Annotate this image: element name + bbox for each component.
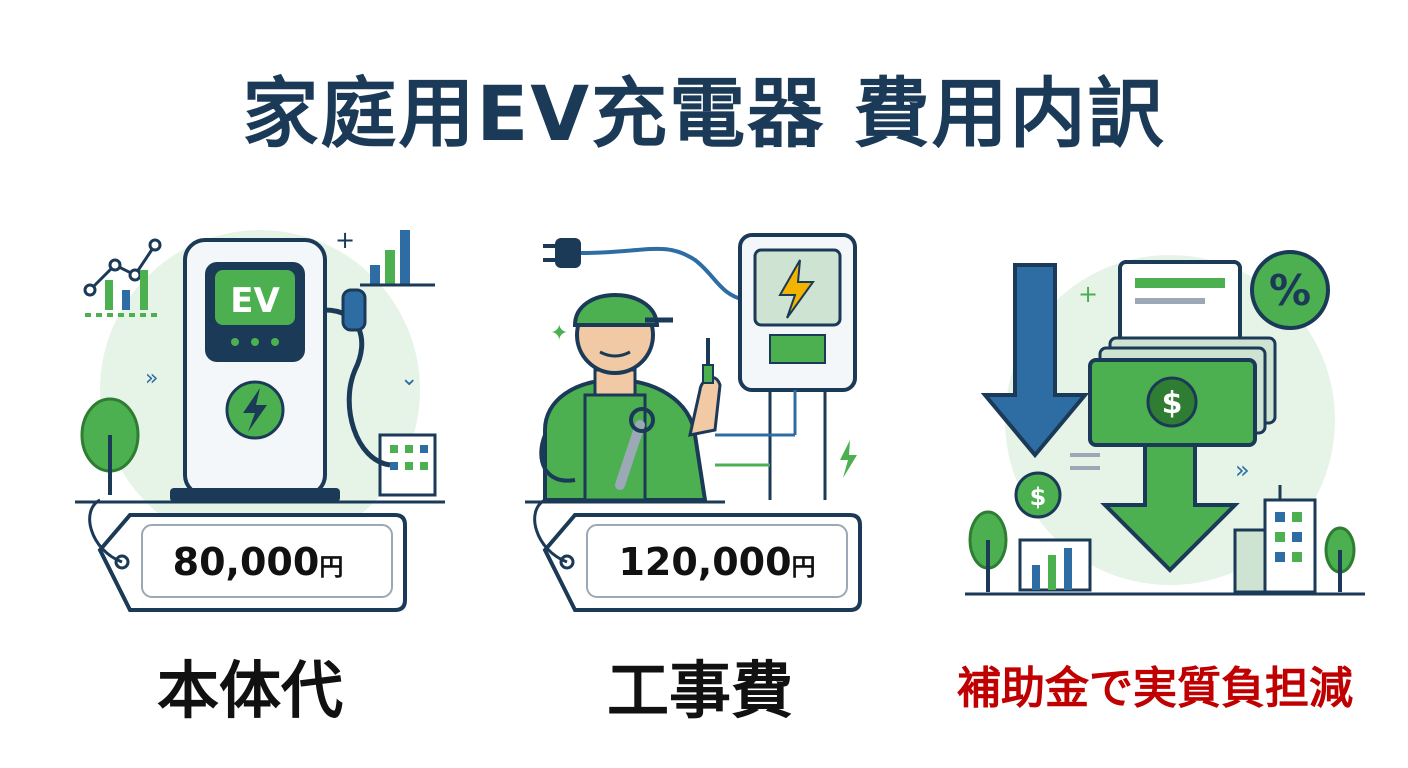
svg-text:$: $ [1162,386,1183,421]
down-arrow-green-icon [1100,443,1240,573]
plug-icon [543,238,746,302]
installation-illustration: ✦ 120,000円 [525,233,862,612]
label-main-unit: 本体代 [156,654,343,727]
svg-text:+: + [335,226,355,254]
ev-screen-text: EV [230,281,280,321]
svg-text:⌄: ⌄ [400,366,418,391]
svg-text:120,000円: 120,000円 [618,540,815,584]
svg-text:✦: ✦ [550,321,568,346]
worker-figure [525,293,725,504]
document-icon [1118,260,1242,344]
label-subsidy: 補助金で実質負担減 [957,663,1353,714]
label-installation: 工事費 [606,654,793,727]
bar-chart-icon [1018,538,1092,592]
ev-charger-illustration: + EV » ⌄ 80,000円 [75,226,445,612]
building-icon [378,433,437,497]
price-value-install: 120,000 [618,540,791,584]
growth-chart-icon [83,238,162,297]
svg-text:+: + [1078,280,1098,308]
tree-icon [80,397,140,495]
price-value-main: 80,000 [173,540,320,584]
svg-text:$: $ [1030,483,1047,511]
svg-text:80,000円: 80,000円 [173,540,344,584]
charger-body: EV [75,238,445,504]
price-unit-install: 円 [792,553,816,581]
price-tag-main: 80,000円 [88,498,407,612]
subsidy-illustration: % + $ $ » [965,250,1365,596]
tree-icon-right [1324,526,1356,592]
tree-icon [968,510,1008,592]
svg-text:»: » [145,366,158,391]
coin-icon: $ [1014,471,1062,519]
price-unit-main: 円 [319,553,343,581]
percent-icon: % [1250,250,1330,330]
svg-text:»: » [1235,456,1250,484]
bar-chart-icon [360,230,435,287]
down-arrow-blue-icon [980,263,1090,459]
electrical-panel [715,233,857,500]
banknote-icon: $ [1088,336,1277,447]
svg-text:%: % [1269,266,1311,315]
building-icon [1233,485,1317,594]
price-tag-install: 120,000円 [533,498,862,612]
page-title: 家庭用EV充電器 費用内訳 [242,69,1166,158]
